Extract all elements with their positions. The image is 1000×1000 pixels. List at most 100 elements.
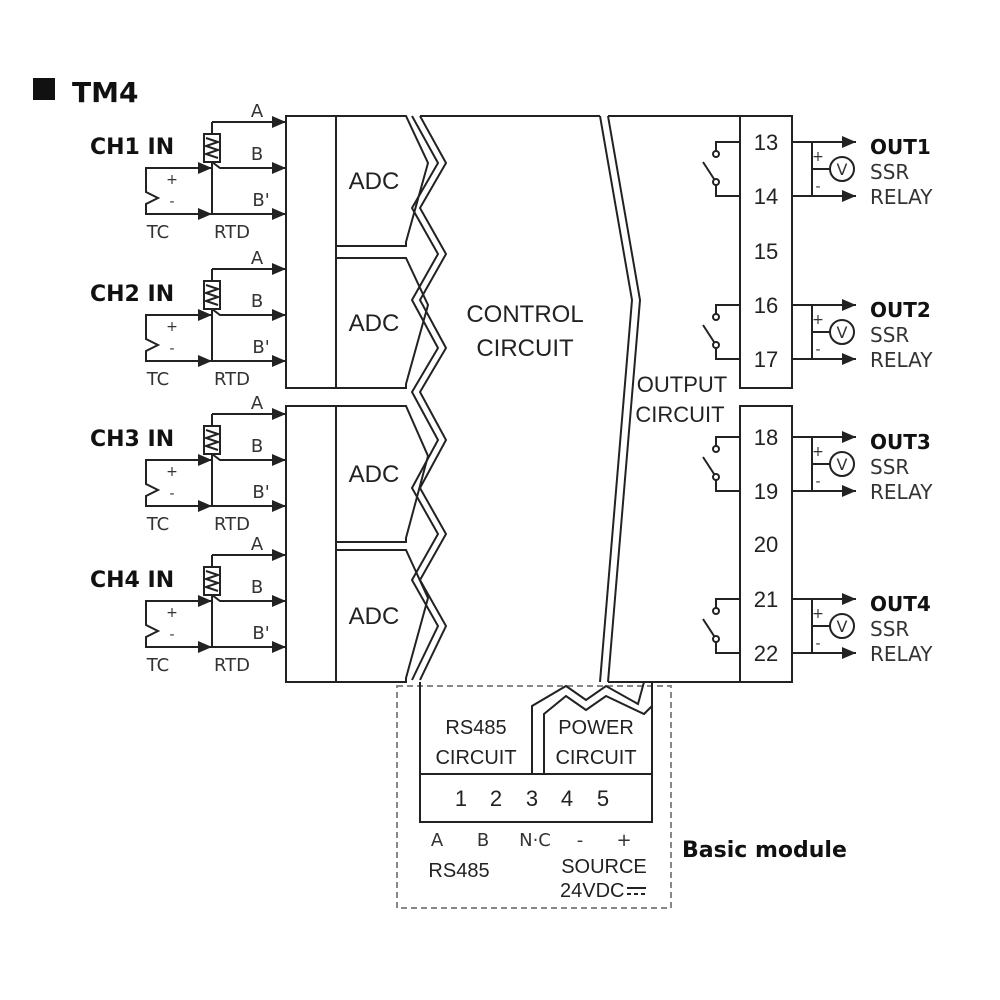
output-type-line2: RELAY xyxy=(870,642,933,666)
tc-plus-sign: + xyxy=(166,605,178,621)
terminal-block-ch3-ch4 xyxy=(285,405,337,683)
output-name: OUT2 xyxy=(870,298,931,322)
terminal-block-out1-out2 xyxy=(739,115,793,389)
channel-name: CH4 IN xyxy=(90,568,174,593)
wire-b xyxy=(211,308,286,316)
terminal-number: 13 xyxy=(754,130,778,155)
relay-contact-bottom xyxy=(715,182,740,197)
voltmeter-symbol: V xyxy=(837,617,848,636)
control-circuit-right-border xyxy=(599,115,634,683)
tc-plus-sign: + xyxy=(166,319,178,335)
tc-plus-sign: + xyxy=(166,464,178,480)
output-type: SSR xyxy=(870,455,909,479)
terminal-number: 16 xyxy=(754,293,778,318)
basic-terminal-number: 1 xyxy=(455,786,467,811)
arrow-icon xyxy=(198,595,212,607)
basic-terminal-label: - xyxy=(577,830,584,851)
source-voltage-label: 24VDC xyxy=(560,880,624,902)
terminal-number: 17 xyxy=(754,347,778,372)
adc-box xyxy=(335,549,430,683)
output-type: SSR xyxy=(870,323,909,347)
arrow-icon xyxy=(842,190,856,202)
arrow-icon xyxy=(198,309,212,321)
channel-name: CH2 IN xyxy=(90,282,174,307)
voltmeter-plus: + xyxy=(812,606,824,622)
tc-label: TC xyxy=(146,514,170,535)
tc-minus-sign: - xyxy=(169,194,174,210)
channel-name: CH1 IN xyxy=(90,135,174,160)
output-name: OUT3 xyxy=(870,430,931,454)
arrow-icon xyxy=(198,355,212,367)
power-circuit-label-line1: POWER xyxy=(558,717,634,739)
relay-contact-point xyxy=(712,607,720,615)
arrow-icon xyxy=(272,641,286,653)
thermocouple-icon xyxy=(145,314,212,362)
adc-box xyxy=(335,257,430,389)
arrow-icon xyxy=(842,353,856,365)
basic-terminal-label: N·C xyxy=(519,830,551,851)
output-name: OUT4 xyxy=(870,592,931,616)
relay-contact-point xyxy=(712,445,720,453)
voltmeter-minus: - xyxy=(815,179,820,195)
voltmeter-symbol: V xyxy=(837,455,848,474)
output-name: OUT1 xyxy=(870,135,931,159)
wire-label-b: B xyxy=(251,577,263,598)
wire-label-a: A xyxy=(251,248,264,269)
channel-name: CH3 IN xyxy=(90,427,174,452)
arrow-icon xyxy=(272,595,286,607)
rs485-label: RS485 xyxy=(428,860,489,882)
basic-terminal-number: 4 xyxy=(561,786,573,811)
terminal-15: 15 xyxy=(754,239,778,264)
wire-label-b: B xyxy=(251,436,263,457)
arrow-icon xyxy=(272,500,286,512)
arrow-icon xyxy=(198,454,212,466)
title-square-icon xyxy=(33,78,55,100)
wire-label-b: B xyxy=(251,291,263,312)
tc-minus-sign: - xyxy=(169,341,174,357)
terminal-number: 18 xyxy=(754,425,778,450)
arrow-icon xyxy=(842,431,856,443)
tc-minus-sign: - xyxy=(169,486,174,502)
arrow-icon xyxy=(842,647,856,659)
voltmeter-minus: - xyxy=(815,636,820,652)
relay-contact-bottom xyxy=(715,477,740,492)
relay-contact-bottom xyxy=(715,345,740,360)
output-type-line2: RELAY xyxy=(870,480,933,504)
output-wire xyxy=(792,598,813,611)
terminal-20: 20 xyxy=(754,532,778,557)
output-circuit-label-line2: CIRCUIT xyxy=(635,402,724,427)
relay-contact-point xyxy=(712,341,720,349)
arrow-icon xyxy=(842,136,856,148)
rtd-label: RTD xyxy=(214,222,250,243)
adc-label: ADC xyxy=(349,603,400,630)
adc-label: ADC xyxy=(349,168,400,195)
terminal-number: 22 xyxy=(754,641,778,666)
arrow-icon xyxy=(272,355,286,367)
adc-block-3: ADC xyxy=(335,405,430,543)
power-circuit-inner-border xyxy=(543,694,653,774)
output-wire xyxy=(792,304,813,317)
basic-terminal-label: + xyxy=(616,830,631,851)
basic-terminal-label: A xyxy=(431,830,444,851)
tc-label: TC xyxy=(146,655,170,676)
arrow-icon xyxy=(272,208,286,220)
output-channels: 1314V+-OUT1SSRRELAY1617V+-OUT2SSRRELAY18… xyxy=(702,130,933,666)
relay-contact-top xyxy=(715,598,740,609)
wire-label-b: B xyxy=(251,144,263,165)
terminal-number: 21 xyxy=(754,587,778,612)
arrow-icon xyxy=(198,500,212,512)
output-type-line2: RELAY xyxy=(870,348,933,372)
source-label: SOURCE xyxy=(561,856,647,878)
relay-contact-top xyxy=(715,436,740,447)
voltmeter-plus: + xyxy=(812,312,824,328)
tc-minus-sign: - xyxy=(169,627,174,643)
arrow-icon xyxy=(272,309,286,321)
terminal-number: 19 xyxy=(754,479,778,504)
arrow-icon xyxy=(272,549,286,561)
arrow-icon xyxy=(198,162,212,174)
arrow-icon xyxy=(272,408,286,420)
